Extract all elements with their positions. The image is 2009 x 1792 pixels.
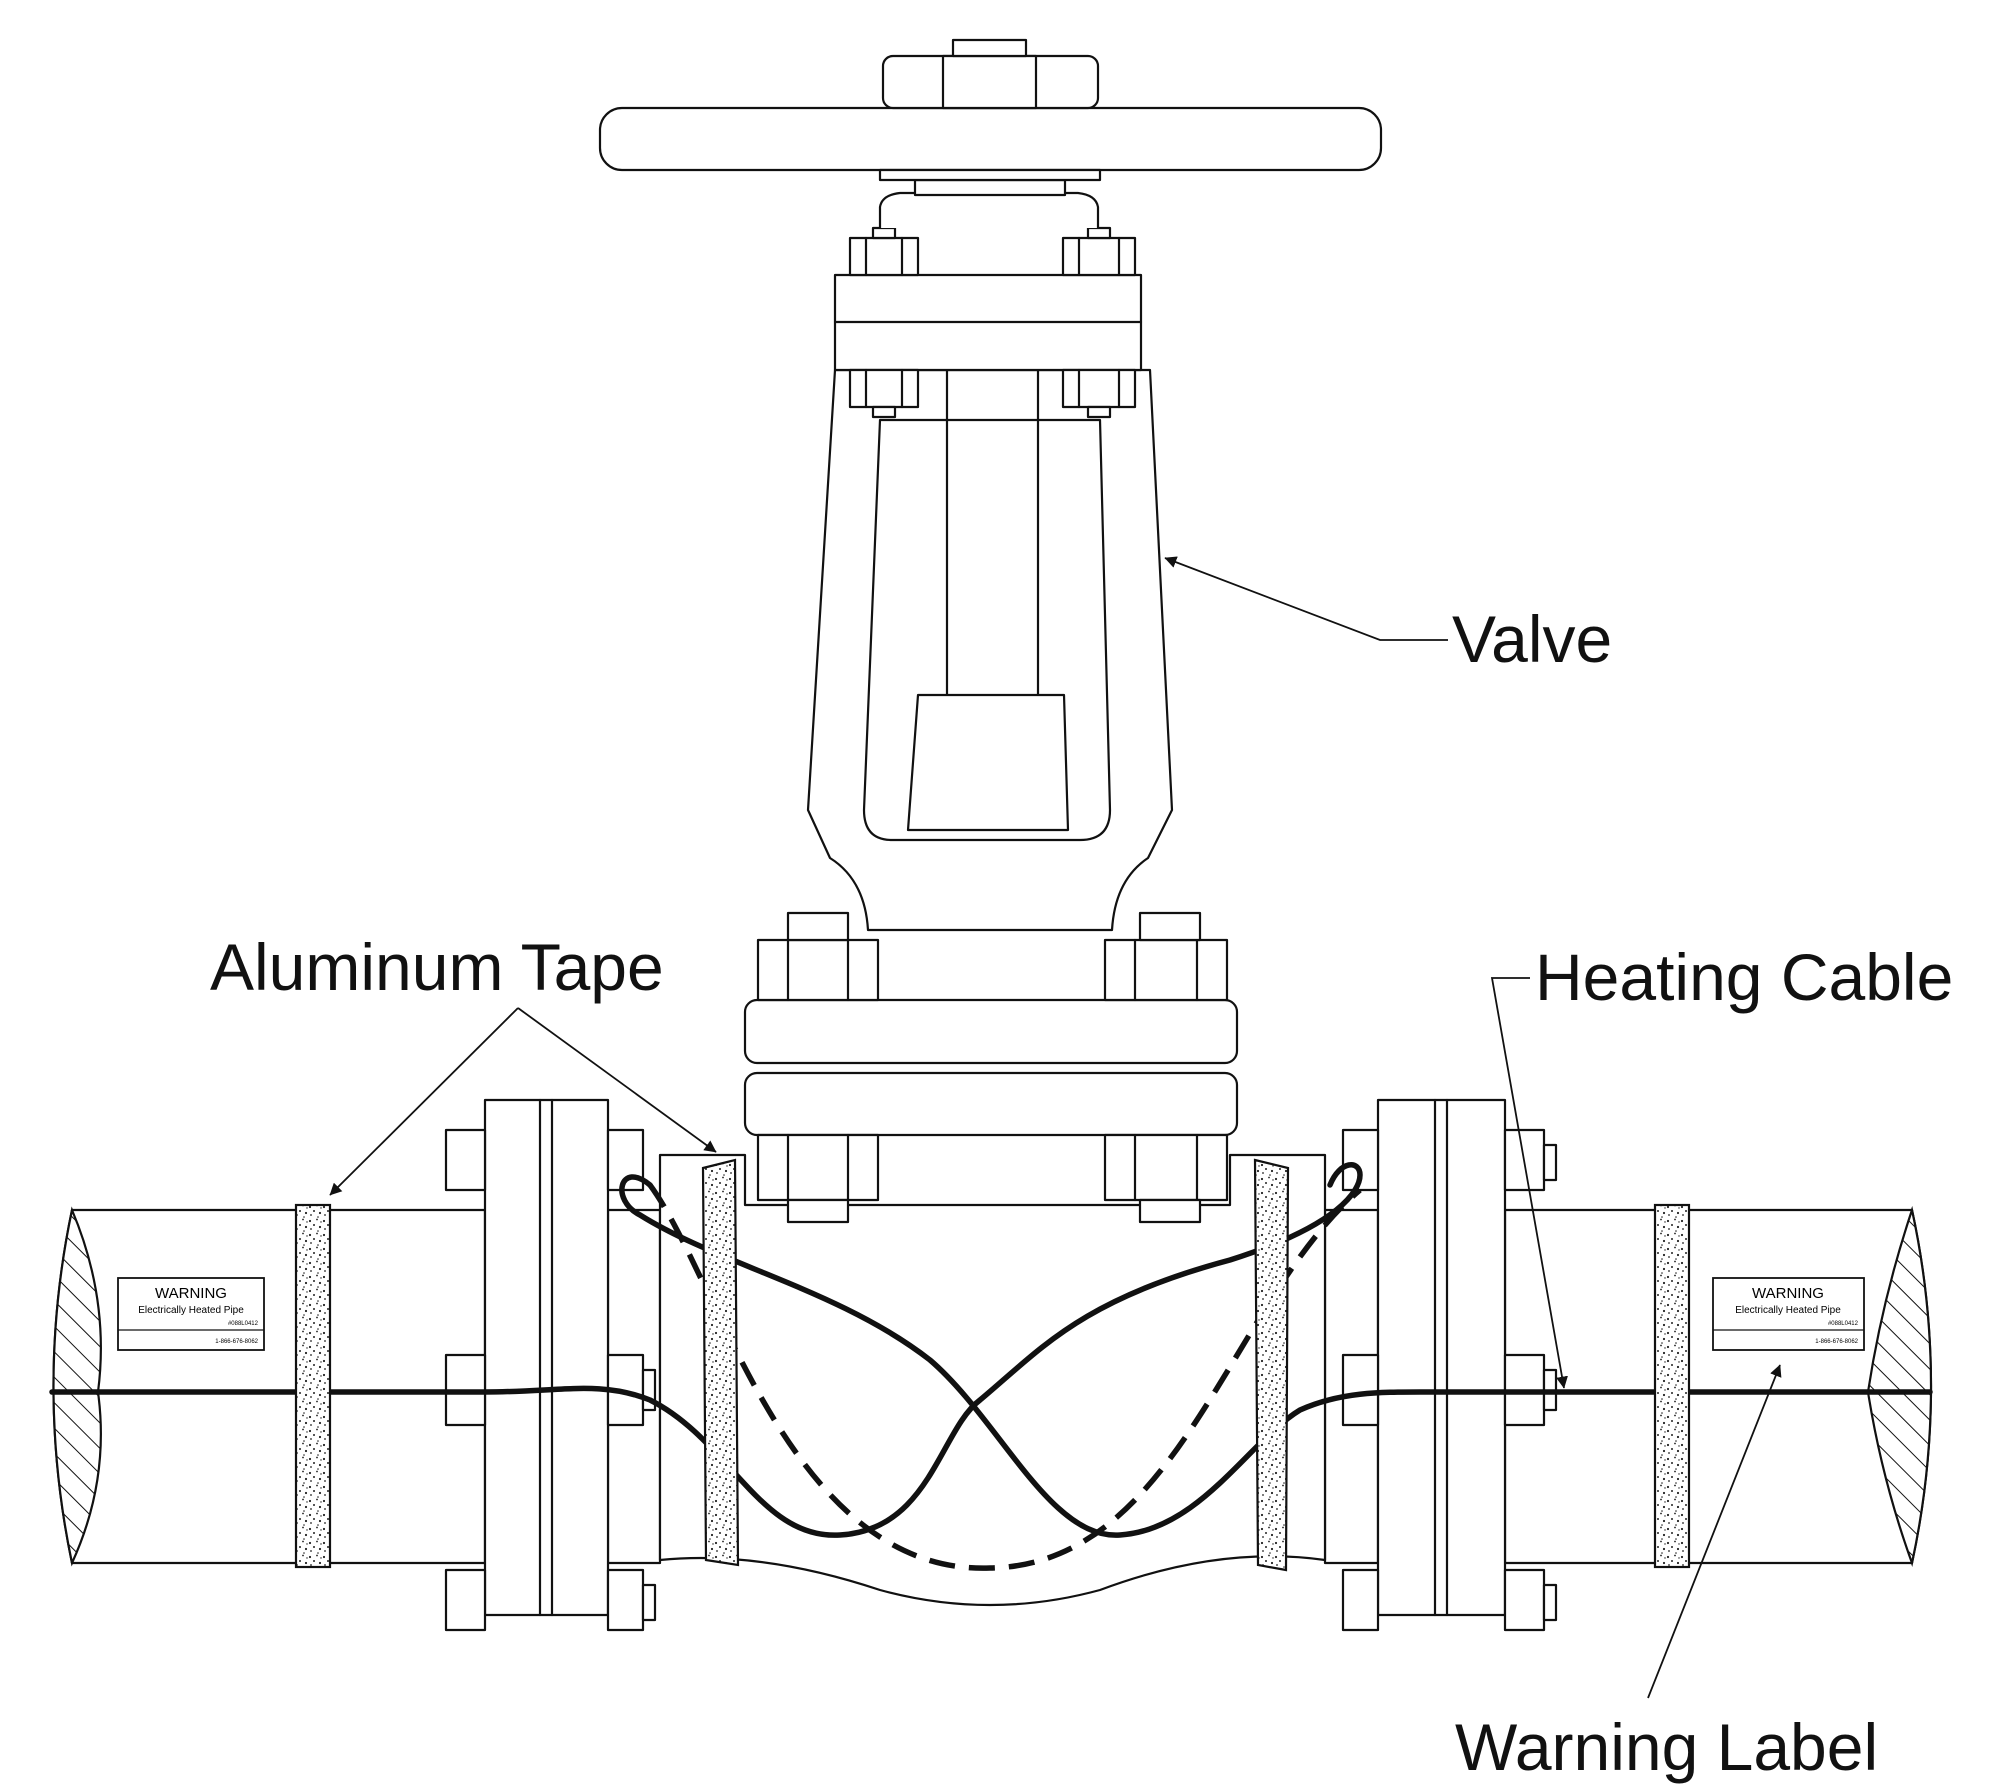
leader-lines	[329, 556, 1782, 1699]
heating-cable-cross-run	[619, 1174, 1933, 1538]
heating-cable-leader	[1490, 977, 1568, 1389]
aluminum-tape-band-valve-left	[701, 1158, 740, 1567]
aluminum-tape-band-right	[1653, 1203, 1691, 1569]
warning-label-right: WARNING Electrically Heated Pipe #088L04…	[1712, 1277, 1865, 1351]
aluminum-tape-band-left	[294, 1203, 332, 1569]
aluminum-tape-band-valve-right	[1253, 1158, 1290, 1572]
warning-label-right-phone: 1-866-676-8062	[1815, 1339, 1858, 1345]
handwheel	[598, 38, 1383, 182]
heating-cable	[49, 1162, 1933, 1571]
warning-label-left-code: #088L0412	[228, 1321, 259, 1327]
right-flange	[1341, 1098, 1558, 1632]
warning-label-callout: Warning Label	[1455, 1710, 1878, 1784]
heating-cable-callout: Heating Cable	[1535, 940, 1953, 1014]
warning-label-right-title: WARNING	[1752, 1285, 1824, 1302]
aluminum-tape-callout: Aluminum Tape	[210, 930, 664, 1004]
warning-label-right-code: #088L0412	[1828, 1321, 1859, 1327]
heating-cable-main-run	[49, 1162, 1363, 1538]
valve-callout: Valve	[1452, 602, 1612, 676]
warning-label-right-subtitle: Electrically Heated Pipe	[1735, 1305, 1841, 1316]
left-pipe-cut-end	[52, 1206, 102, 1567]
aluminum-tape-leader-right	[517, 1007, 717, 1153]
valve-disc	[906, 693, 1070, 832]
callout-labels: Valve Aluminum Tape Heating Cable Warnin…	[210, 602, 1953, 1784]
bonnet-flange	[743, 911, 1239, 1224]
warning-label-left-subtitle: Electrically Heated Pipe	[138, 1305, 244, 1316]
valve-leader	[1164, 556, 1448, 641]
warning-label-left-title: WARNING	[155, 1285, 227, 1302]
heating-cable-hidden-run	[647, 1183, 1362, 1571]
warning-label-leader	[1647, 1364, 1782, 1699]
valve-yoke	[806, 178, 1174, 932]
aluminum-tape-bands	[294, 1158, 1691, 1572]
warning-label-left-phone: 1-866-676-8062	[215, 1339, 258, 1345]
aluminum-tape-leader-left	[329, 1007, 519, 1196]
right-pipe-cut-end	[1866, 1205, 1933, 1567]
left-flange	[444, 1098, 657, 1632]
warning-label-left: WARNING Electrically Heated Pipe #088L04…	[117, 1277, 265, 1351]
